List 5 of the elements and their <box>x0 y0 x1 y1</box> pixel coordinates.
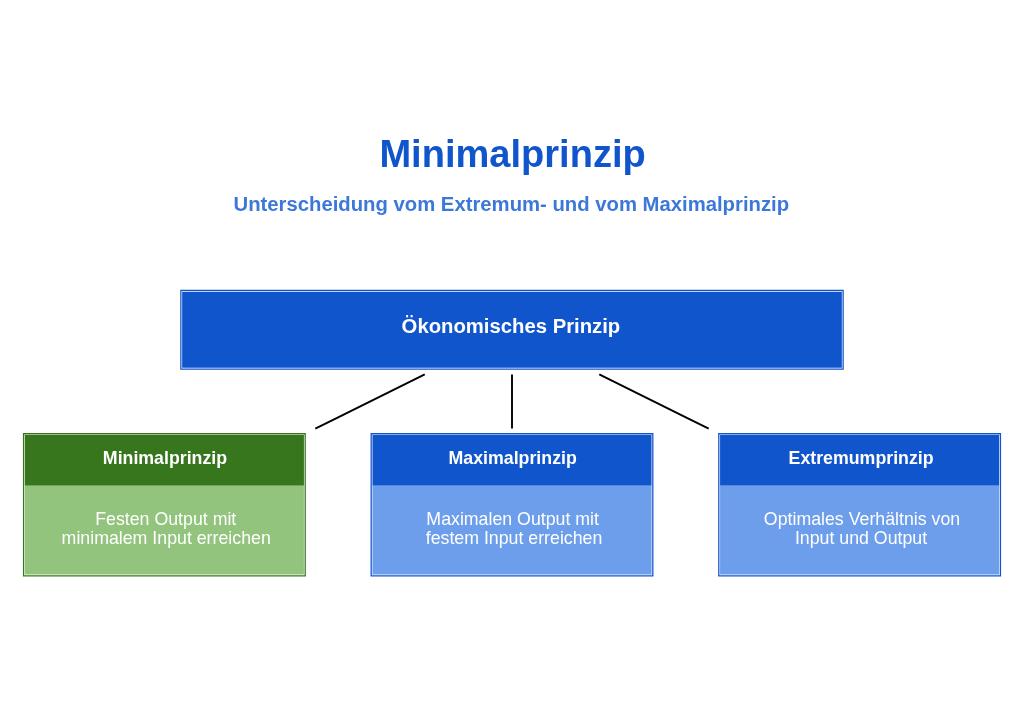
connector <box>598 373 710 430</box>
diagram-title: Minimalprinzip <box>379 133 646 176</box>
connector <box>511 373 513 430</box>
label: Unterscheidung vom Extremum- und vom Maximalprinzip <box>233 193 790 216</box>
connector <box>314 373 426 430</box>
